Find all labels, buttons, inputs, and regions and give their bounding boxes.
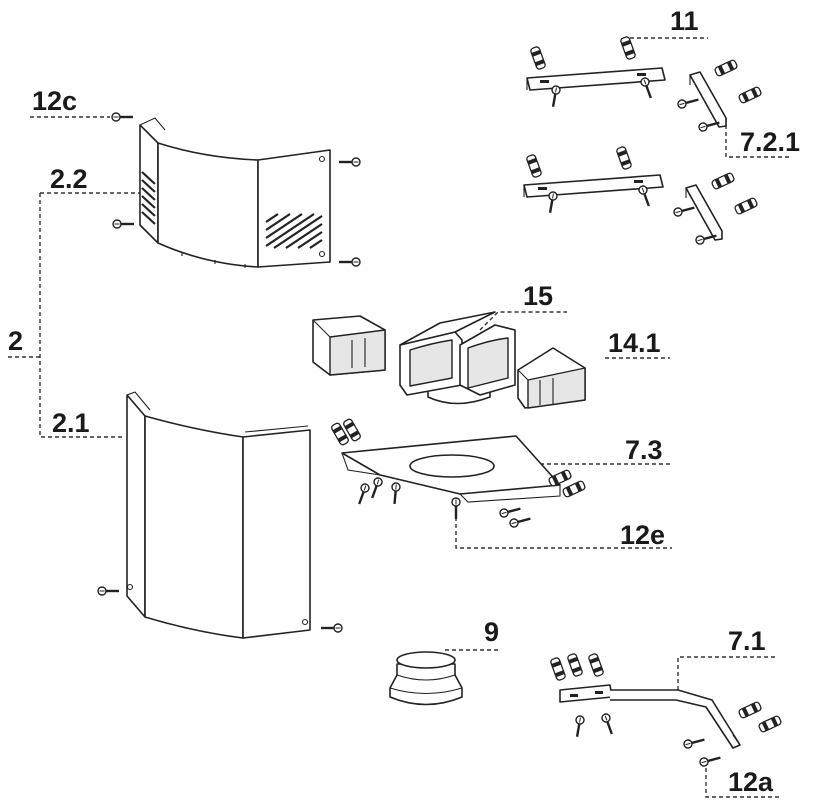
- label-2-2: 2.2: [50, 164, 88, 194]
- duct-adapter: [399, 311, 516, 405]
- label-12a: 12a: [728, 767, 774, 797]
- lower-chimney-cover: [126, 391, 311, 639]
- label-14-1: 14.1: [608, 328, 661, 358]
- screw-icon: [96, 585, 121, 597]
- screw-icon: [319, 622, 344, 634]
- screw-icon: [337, 256, 362, 268]
- elbow-connector-left: [312, 315, 386, 376]
- label-15: 15: [523, 281, 553, 311]
- elbow-connector-right: [517, 347, 586, 409]
- leader-lines: [8, 37, 790, 798]
- label-2: 2: [8, 326, 23, 356]
- screw-icon: [111, 218, 136, 230]
- wall-bracket-set-lower: [523, 145, 759, 247]
- wall-bracket-set-upper: [526, 35, 763, 134]
- wall-bracket-7-1: [549, 652, 783, 769]
- screw-12c-icon: [110, 111, 135, 123]
- label-11: 11: [670, 6, 699, 36]
- label-7-3: 7.3: [625, 435, 663, 465]
- label-2-1: 2.1: [52, 408, 90, 438]
- side-vent-slots: [141, 171, 156, 225]
- label-12c: 12c: [32, 86, 77, 116]
- mounting-plate: [329, 417, 587, 530]
- duct-collar: [389, 651, 463, 706]
- label-7-2-1: 7.2.1: [740, 127, 800, 157]
- label-7-1: 7.1: [728, 626, 766, 656]
- upper-chimney-cover: [139, 117, 331, 268]
- part-labels: 11 12c 2.2 7.2.1 15 14.1 2 2.1 7.3 12e 9…: [8, 6, 800, 797]
- screw-icon: [337, 156, 362, 168]
- label-12e: 12e: [620, 520, 665, 550]
- label-9: 9: [484, 617, 499, 647]
- front-vent-slots: [265, 213, 323, 249]
